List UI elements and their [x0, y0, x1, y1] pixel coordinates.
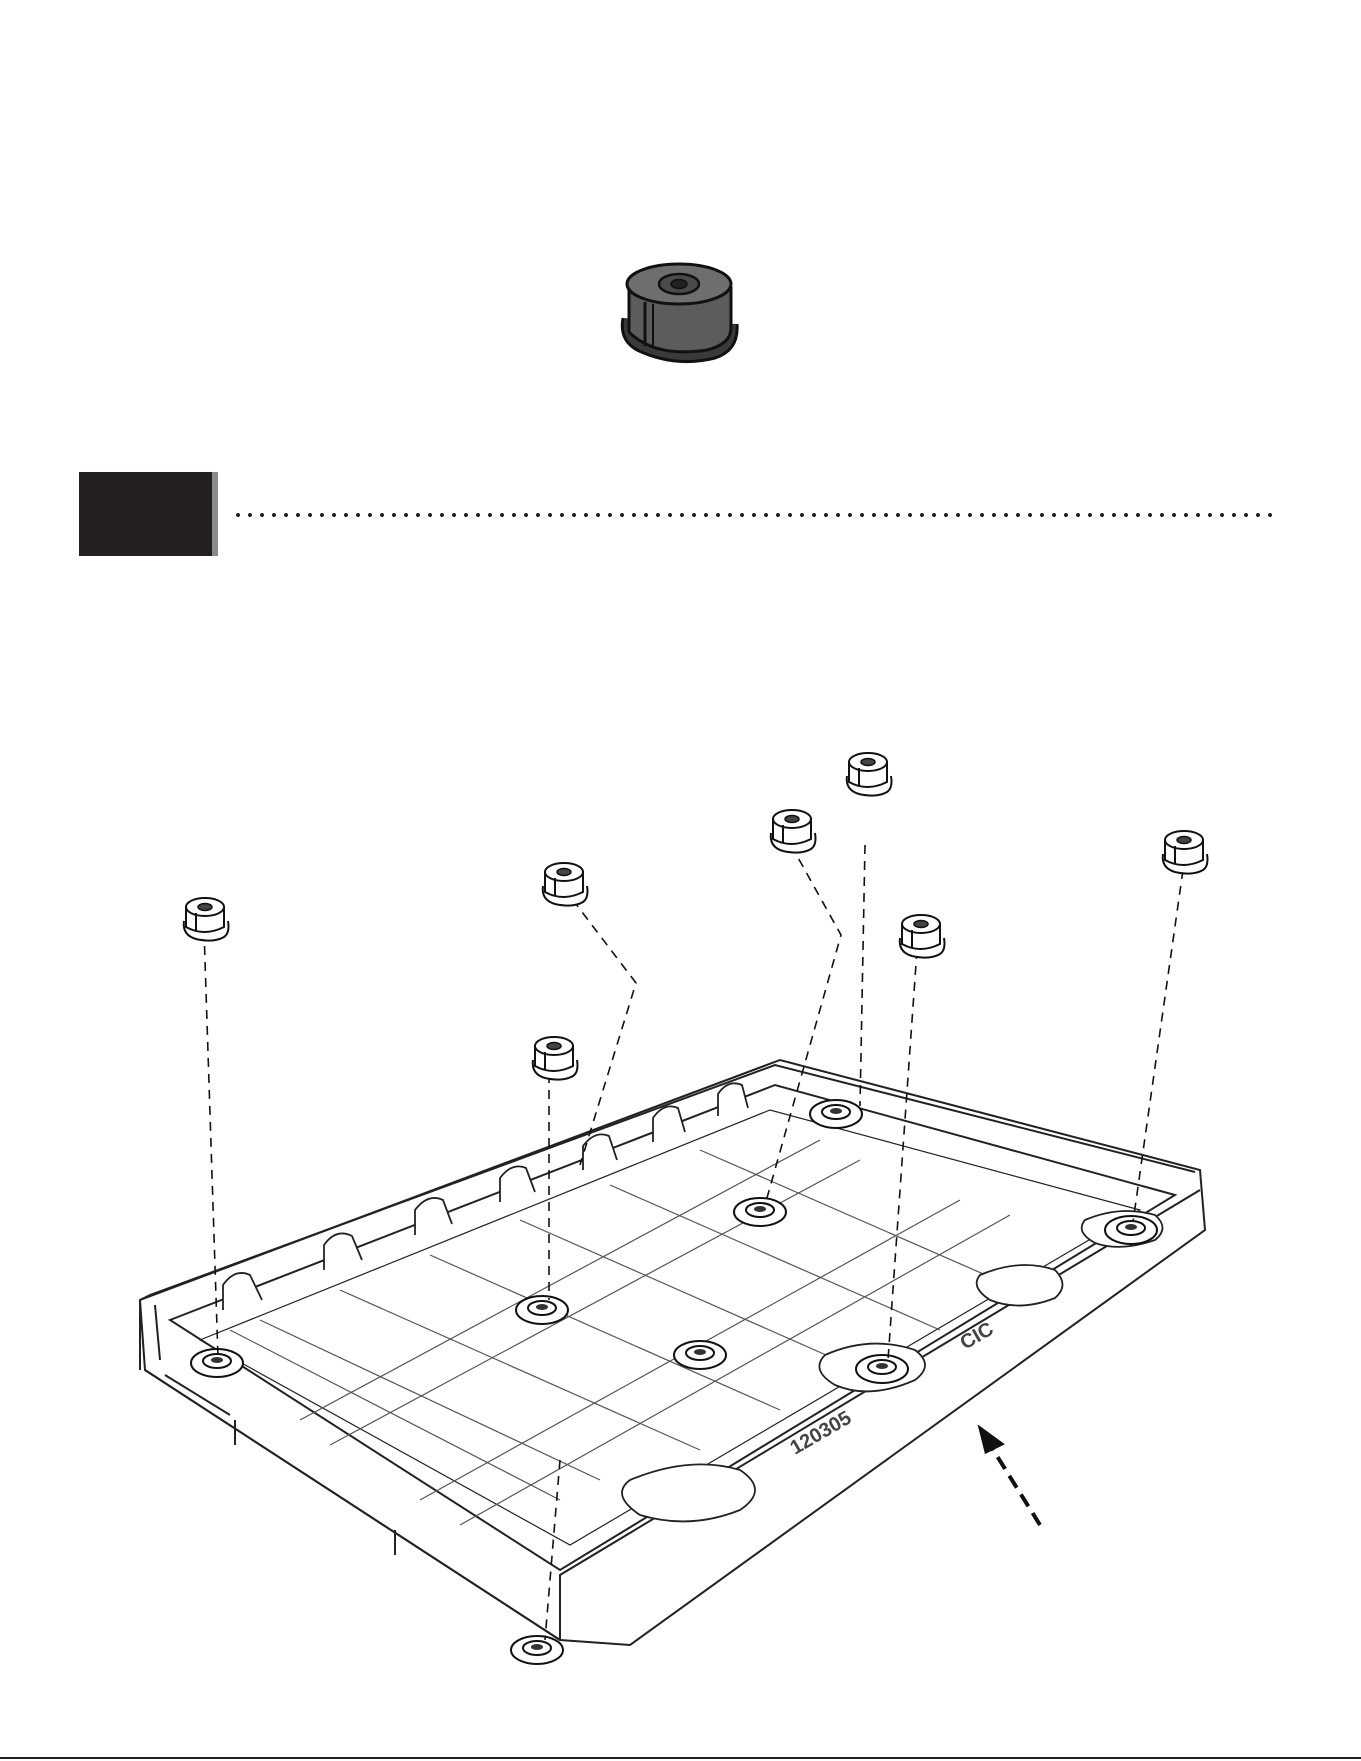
bottom-rule [0, 1757, 1361, 1759]
rubber-feet [184, 753, 1208, 1080]
dashed-arrow-icon [980, 1428, 1040, 1525]
